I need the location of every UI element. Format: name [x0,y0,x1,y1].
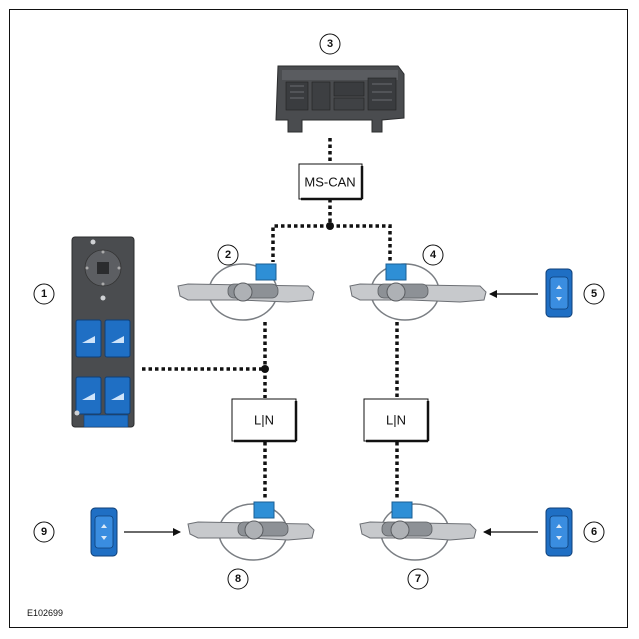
ms-can-label: MS-CAN [304,175,355,190]
callout-3-label: 3 [327,38,333,50]
callout-5-label: 5 [591,288,597,300]
master-switch-pack-image [71,236,135,428]
bus-line-to-regulator-4 [330,224,392,264]
bus-line-to-regulator-2 [271,224,330,262]
diagram-frame [9,9,628,628]
callout-7: 7 [407,568,429,590]
callout-5: 5 [583,283,605,305]
callout-9-label: 9 [41,526,47,538]
callout-1: 1 [33,283,55,305]
callout-9: 9 [33,521,55,543]
ms-can-box: MS-CAN [298,163,364,201]
callout-1-label: 1 [41,288,47,300]
window-switch-6-image [545,507,573,557]
callout-7-label: 7 [415,573,421,585]
window-switch-5-image [545,268,573,318]
body-control-module-image [275,65,405,133]
callout-6: 6 [583,521,605,543]
lin-left-label: L|N [254,413,274,428]
callout-3: 3 [319,33,341,55]
window-regulator-7-image [359,501,477,561]
lin-right-label: L|N [386,413,406,428]
lin-box-left: L|N [231,398,298,443]
callout-8-label: 8 [235,573,241,585]
callout-2-label: 2 [225,249,231,261]
window-switch-9-image [90,507,118,557]
callout-4: 4 [422,244,444,266]
callout-6-label: 6 [591,526,597,538]
callout-8: 8 [227,568,249,590]
callout-2: 2 [217,244,239,266]
window-regulator-2-image [177,263,315,321]
lin-box-right: L|N [363,398,430,443]
callout-4-label: 4 [430,249,437,261]
figure-id: E102699 [27,608,63,618]
window-regulator-4-image [349,263,487,321]
window-regulator-8-image [187,501,315,561]
